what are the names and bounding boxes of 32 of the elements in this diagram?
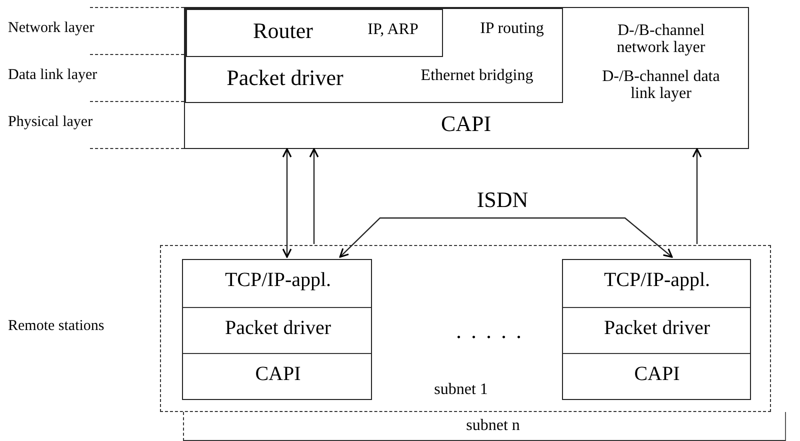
station-box	[562, 259, 751, 400]
layer-name: TCP/IP-appl.	[604, 270, 710, 291]
layer-name: D-/B-channel data link layer	[601, 69, 721, 103]
arrow	[282, 148, 292, 258]
component-name: IP, ARP	[368, 22, 418, 39]
layer-name: CAPI	[634, 364, 680, 385]
arrow	[309, 148, 319, 244]
router-box	[186, 9, 443, 57]
arrow	[339, 217, 673, 258]
row-label: Remote stations	[8, 318, 104, 335]
layer-name: CAPI	[255, 364, 301, 385]
row-label: Physical layer	[8, 114, 93, 131]
layer-name: Packet driver	[224, 318, 332, 339]
subnet-label: subnet 1	[434, 382, 488, 399]
component-name: Router	[253, 19, 313, 42]
layer-name: Packet driver	[604, 318, 710, 339]
layer-box	[185, 8, 563, 103]
layer-name: Packet driver	[226, 66, 344, 90]
layer-name: CAPI	[440, 112, 492, 136]
arrow	[692, 148, 702, 244]
layer-name: IP routing	[480, 21, 544, 38]
layer-name: TCP/IP-appl.	[224, 270, 332, 291]
ellipsis-text: . . . . .	[456, 318, 524, 344]
row-label: Network layer	[8, 20, 94, 37]
row-label: Data link layer	[8, 67, 98, 84]
server-box	[184, 7, 749, 149]
subnet-box	[183, 412, 786, 441]
layer-name: Ethernet bridging	[420, 68, 534, 85]
station-box	[182, 259, 372, 400]
layer-name: D-/B-channel network layer	[616, 23, 706, 57]
subnet-label: subnet n	[466, 418, 520, 435]
subnet-box	[160, 245, 771, 412]
